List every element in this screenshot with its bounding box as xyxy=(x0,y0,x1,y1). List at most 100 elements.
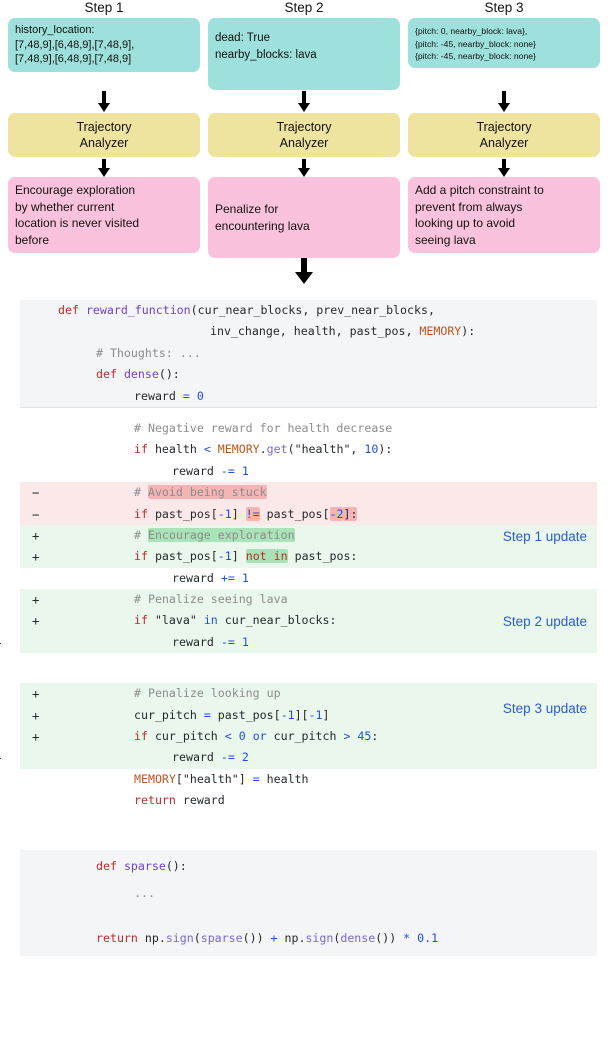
comment-thoughts: # Thoughts: ... xyxy=(96,345,201,360)
code-line-removed: −if past_pos[-1] != past_pos[-2]: xyxy=(20,504,597,525)
code-text: (): xyxy=(158,367,180,382)
identifier-memory: MEMORY xyxy=(134,771,176,786)
comment-penalize-seeing-lava: # Penalize seeing lava xyxy=(134,592,288,607)
operator-or: or xyxy=(252,729,267,744)
code-text: ]: xyxy=(343,506,358,521)
function-name-sparse: sparse xyxy=(123,858,166,873)
step-1-analyzer-box: Trajectory Analyzer xyxy=(8,113,200,157)
operator: -= xyxy=(220,634,235,649)
keyword-return: return xyxy=(96,930,138,945)
number-literal: -1 xyxy=(280,707,295,722)
method-sign: sign xyxy=(305,930,334,945)
operator: * xyxy=(403,930,411,945)
operator: += xyxy=(220,570,235,585)
keyword-def: def xyxy=(96,858,117,873)
code-line: inv_change, health, past_pos, MEMORY): xyxy=(20,321,597,342)
step-1-observation-text: history_location: [7,48,9],[6,48,9],[7,4… xyxy=(15,24,135,65)
code-line-added: +cur_pitch = past_pos[-1][-1] xyxy=(20,705,597,726)
code-text: reward xyxy=(175,793,225,808)
operator: -= xyxy=(220,463,235,478)
code-text: reward xyxy=(172,750,221,765)
code-line-added: +if cur_pitch < 0 or cur_pitch > 45: xyxy=(20,726,597,747)
step-1-observation-box: history_location: [7,48,9],[6,48,9],[7,4… xyxy=(8,18,200,72)
diff-marker-plus: + xyxy=(32,613,40,629)
code-text: (cur_near_blocks, prev_near_blocks, xyxy=(190,303,435,317)
code-text: cur_pitch xyxy=(147,729,225,744)
code-text: past_pos[ xyxy=(147,506,218,521)
code-text: reward xyxy=(172,634,221,649)
step-2-outcome-text: Penalize for encountering lava xyxy=(215,202,310,233)
code-text: : xyxy=(371,729,379,744)
code-spacer xyxy=(20,407,597,418)
diff-marker-minus: − xyxy=(32,506,40,522)
step-1-analyzer-label: Trajectory Analyzer xyxy=(76,120,132,150)
code-line-added: +reward -= 2 xyxy=(0,747,597,768)
number-literal: -1 xyxy=(217,506,232,521)
code-line-added: +reward -= 1 xyxy=(0,632,597,653)
code-text: reward xyxy=(134,388,183,403)
code-text: reward xyxy=(172,463,221,478)
diagram-column-step-3: Step 3 {pitch: 0, nearby_block: lava}, {… xyxy=(408,0,600,253)
code-line: reward = 0 xyxy=(20,386,597,407)
operator: > xyxy=(343,729,351,744)
code-line-added: +# Encourage exploration xyxy=(20,525,597,546)
code-text: ["health"] xyxy=(175,771,253,786)
diff-marker-minus: − xyxy=(32,485,40,501)
number-literal: 0.1 xyxy=(410,930,439,945)
step-2-analyzer-box: Trajectory Analyzer xyxy=(208,113,400,157)
code-line-added: +if past_pos[-1] not in past_pos: xyxy=(20,546,597,567)
code-spacer xyxy=(20,665,597,684)
code-line: MEMORY["health"] = health xyxy=(20,769,597,790)
code-line: # Thoughts: ... xyxy=(20,343,597,364)
code-line: reward -= 1 xyxy=(20,461,597,482)
string-literal-lava: "lava" xyxy=(147,613,204,628)
operator-not-equal: != xyxy=(245,506,260,521)
keyword-def: def xyxy=(96,367,117,382)
code-text: ] xyxy=(322,707,330,722)
code-text: ( xyxy=(333,930,341,945)
keyword-if: if xyxy=(134,442,148,457)
step-3-title: Step 3 xyxy=(484,0,524,15)
code-spacer xyxy=(20,653,597,666)
code-text: # xyxy=(134,527,148,542)
code-line-removed: −# Avoid being stuck xyxy=(20,482,597,503)
code-text: ): xyxy=(461,324,476,339)
operator: = xyxy=(182,388,190,403)
step-3-observation-text: {pitch: 0, nearby_block: lava}, {pitch: … xyxy=(415,26,536,61)
code-text: inv_change, health, past_pos, xyxy=(210,324,420,339)
step-2-observation-box: dead: True nearby_blocks: lava xyxy=(208,18,400,90)
code-segment-added-step3: Step 3 update +# Penalize looking up +cu… xyxy=(0,683,597,769)
diff-marker-plus: + xyxy=(32,549,40,565)
step-2-outcome-box: Penalize for encountering lava xyxy=(208,177,400,258)
code-line: reward += 1 xyxy=(20,568,597,589)
code-segment-added-step2: Step 2 update +# Penalize seeing lava +i… xyxy=(0,589,597,654)
step-1-outcome-box: Encourage exploration by whether current… xyxy=(8,177,200,253)
code-line-added: +# Penalize seeing lava xyxy=(20,589,597,610)
code-text: ][ xyxy=(294,707,309,722)
code-text: # xyxy=(134,485,148,500)
call-dense: dense xyxy=(340,930,376,945)
step-3-observation-box: {pitch: 0, nearby_block: lava}, {pitch: … xyxy=(408,18,600,68)
keyword-def: def xyxy=(58,303,79,317)
code-line-added: +if "lava" in cur_near_blocks: xyxy=(20,610,597,631)
step-2-observation-text: dead: True nearby_blocks: lava xyxy=(215,32,317,61)
code-spacer xyxy=(20,904,597,928)
code-line: def sparse(): xyxy=(20,850,597,883)
comment-encourage-exploration: Encourage exploration xyxy=(147,527,295,542)
step-2-analyzer-label: Trajectory Analyzer xyxy=(276,120,332,150)
call-sparse: sparse xyxy=(200,930,243,945)
step-1-update-note: Step 1 update xyxy=(502,528,587,544)
identifier-memory: MEMORY xyxy=(210,442,260,457)
code-segment-removed-step1: −# Avoid being stuck −if past_pos[-1] !=… xyxy=(20,482,597,525)
diff-marker-plus: + xyxy=(32,686,40,702)
operator: = xyxy=(203,707,211,722)
step-3-analyzer-box: Trajectory Analyzer xyxy=(408,113,600,157)
code-segment-signature: def reward_function(cur_near_blocks, pre… xyxy=(20,300,597,408)
function-name: reward_function xyxy=(85,303,191,317)
keyword-if: if xyxy=(134,549,148,564)
code-text: health xyxy=(147,442,204,457)
keyword-if: if xyxy=(134,506,148,521)
operator-in: in xyxy=(203,613,218,628)
operator: < xyxy=(203,442,211,457)
step-2-update-note: Step 2 update xyxy=(502,614,587,630)
